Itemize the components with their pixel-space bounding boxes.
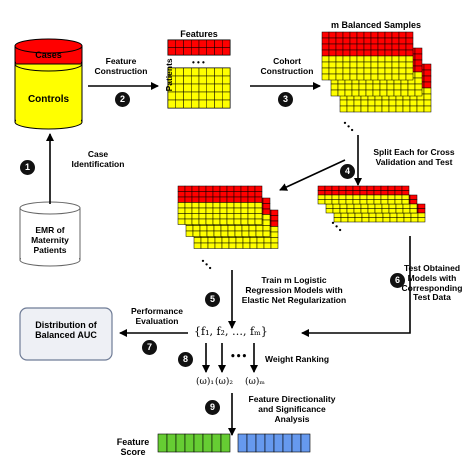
step-7-badge: 7 <box>142 340 157 355</box>
weights-ellipsis: ••• <box>230 352 248 362</box>
step-9-badge: 9 <box>205 400 220 415</box>
controls-label: Controls <box>27 94 70 105</box>
step-4-badge: 4 <box>340 164 355 179</box>
split-label: Split Each for Cross Validation and Test <box>373 147 455 167</box>
weight-ranking-label: Weight Ranking <box>265 354 330 364</box>
cohort-construction-label: Cohort Construction <box>260 56 314 76</box>
cases-controls-cylinder <box>14 38 83 130</box>
step-5-badge: 5 <box>205 292 220 307</box>
sample-matrix-layer <box>317 185 410 205</box>
arrow-step6 <box>301 236 411 337</box>
test-samples-stack <box>317 185 426 223</box>
step-2-badge: 2 <box>115 92 130 107</box>
features-label: Features <box>180 29 218 39</box>
step-1-badge: 1 <box>20 160 35 175</box>
sample-matrix-layer <box>321 31 414 81</box>
emr-cylinder <box>19 201 81 267</box>
patients-label: Patients <box>164 58 175 92</box>
training-samples-stack <box>177 185 279 249</box>
balanced-samples-stack <box>321 31 432 113</box>
balanced-samples-label: m Balanced Samples <box>330 20 422 30</box>
directionality-label: Feature Directionality and Significance … <box>248 394 336 424</box>
weight-2-label: (ω)₂ <box>215 377 233 387</box>
train-label: Train m Logistic Regression Models with … <box>241 275 347 305</box>
distribution-label: Distribution of Balanced AUC <box>35 320 97 341</box>
case-identification-label: Case Identification <box>71 149 125 169</box>
distribution-box <box>19 307 113 361</box>
step-3-badge: 3 <box>278 92 293 107</box>
test-label: Test Obtained Models with Corresponding … <box>401 263 463 303</box>
sample-matrix-layer <box>177 185 263 225</box>
feature-score-green-bar <box>157 433 231 453</box>
step-6-badge: 6 <box>390 273 405 288</box>
step-8-badge: 8 <box>178 352 193 367</box>
features-matrix <box>167 39 231 109</box>
performance-label: Performance Evaluation <box>131 306 183 326</box>
feature-score-blue-bar <box>237 433 311 453</box>
weight-1-label: (ω)₁ <box>196 377 214 387</box>
models-set-label: {f₁, f₂, …, fₘ} <box>194 325 268 338</box>
feature-construction-label: Feature Construction <box>94 56 148 76</box>
cases-label: Cases <box>35 50 62 60</box>
weight-m-label: (ω)ₘ <box>245 377 265 387</box>
arrow-step4-left <box>279 159 346 191</box>
emr-label: EMR of Maternity Patients <box>31 225 69 255</box>
features-ellipsis: • • • <box>192 58 205 67</box>
feature-score-label: Feature Score <box>116 437 150 458</box>
